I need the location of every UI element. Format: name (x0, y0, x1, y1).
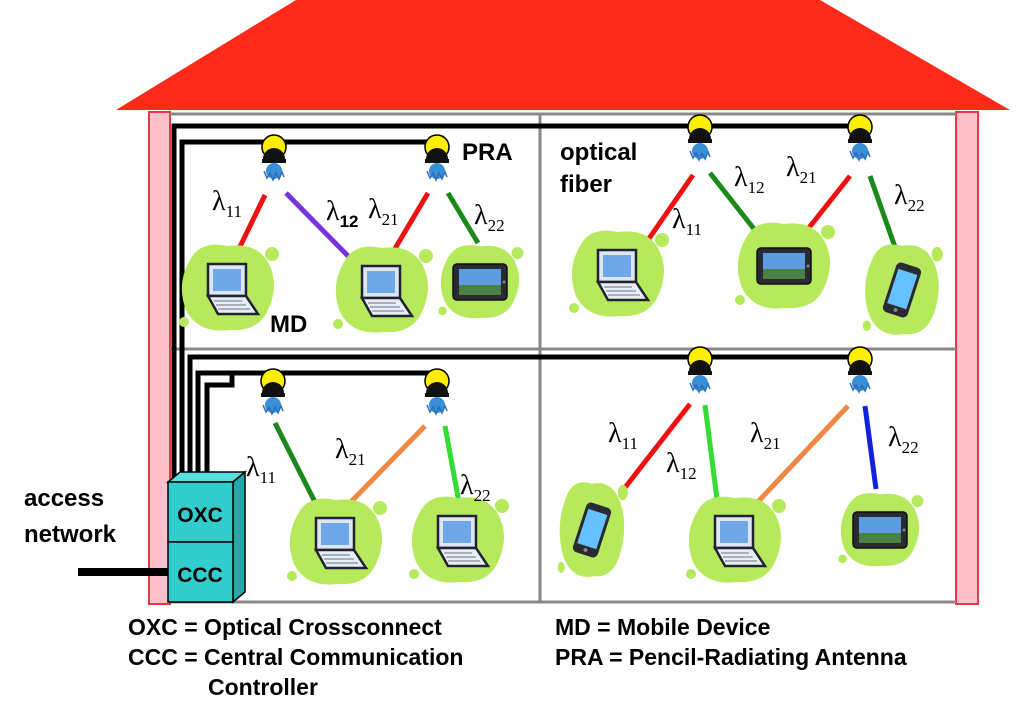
svg-text:λ22: λ22 (474, 200, 505, 235)
right-wall (955, 111, 979, 605)
svg-text:λ21: λ21 (750, 418, 781, 453)
svg-text:λ11: λ11 (672, 204, 702, 239)
link-r1-12 (284, 191, 352, 260)
svg-text:λ22: λ22 (460, 470, 491, 505)
svg-text:λ12: λ12 (734, 162, 765, 197)
tablet-icon (852, 511, 908, 549)
link-r3-22 (442, 425, 463, 509)
svg-text:λ22: λ22 (894, 180, 925, 215)
legend-md: MD = Mobile Device (555, 614, 771, 640)
svg-text:λ11: λ11 (212, 186, 242, 221)
svg-text:λ11: λ11 (608, 418, 638, 453)
link-r4-12 (702, 404, 721, 508)
legend-ccc-1: CCC = Central Communication (128, 644, 464, 670)
roof (116, 0, 1010, 110)
md-label: MD (270, 311, 307, 338)
legend-left: OXC = Optical Crossconnect CCC = Central… (128, 612, 463, 702)
optical-label-1: optical (560, 139, 637, 166)
svg-text:λ21: λ21 (335, 434, 366, 469)
legend-ccc-2: Controller (208, 674, 318, 700)
access-label-2: network (24, 521, 117, 548)
wavelength-labels: λ11 λ12 λ21 λ22 λ11 λ12 λ21 λ22 λ11 λ21 … (212, 152, 925, 505)
lambda-symbol: λ (212, 186, 226, 217)
oxc-box (167, 481, 234, 543)
antenna-icon (260, 368, 286, 415)
oxc-ccc-stack: OXC CCC (165, 470, 248, 604)
link-r3-21 (341, 424, 427, 512)
pra-label: PRA (462, 139, 513, 166)
svg-text:λ22: λ22 (888, 422, 919, 457)
tablet-icon (756, 247, 812, 285)
link-r4-11 (618, 402, 692, 496)
link-r1-21 (387, 191, 431, 259)
antenna-icon (424, 368, 450, 415)
wireless-links (232, 171, 898, 512)
mobile-devices (179, 222, 943, 585)
antenna-icon (261, 134, 287, 181)
svg-text:λ12: λ12 (326, 196, 359, 231)
legend-pra: PRA = Pencil-Radiating Antenna (555, 644, 907, 670)
antenna-icon (687, 114, 713, 161)
link-r2-12 (708, 171, 760, 236)
link-r4-22 (862, 405, 879, 490)
antenna-icon (424, 134, 450, 181)
svg-text:λ11: λ11 (246, 452, 276, 487)
antenna-icon (687, 346, 713, 393)
link-r2-22 (867, 175, 898, 248)
ccc-label: CCC (177, 564, 223, 587)
link-r3-11 (272, 421, 321, 510)
link-r4-21 (751, 404, 850, 509)
svg-text:λ12: λ12 (666, 448, 697, 483)
antenna-icon (847, 346, 873, 393)
link-r2-11 (645, 173, 696, 242)
left-wall (148, 111, 171, 605)
legend-oxc: OXC = Optical Crossconnect (128, 614, 442, 640)
legend-right: MD = Mobile Device PRA = Pencil-Radiatin… (555, 612, 907, 672)
link-r1-22 (445, 191, 481, 245)
antenna-icon (847, 114, 873, 161)
optical-label-2: fiber (560, 171, 612, 198)
oxc-label: OXC (177, 504, 223, 527)
tablet-icon (452, 263, 508, 301)
ccc-box (167, 541, 234, 603)
svg-text:λ21: λ21 (368, 194, 399, 229)
access-label-1: access (24, 485, 104, 512)
svg-text:λ21: λ21 (786, 152, 817, 187)
